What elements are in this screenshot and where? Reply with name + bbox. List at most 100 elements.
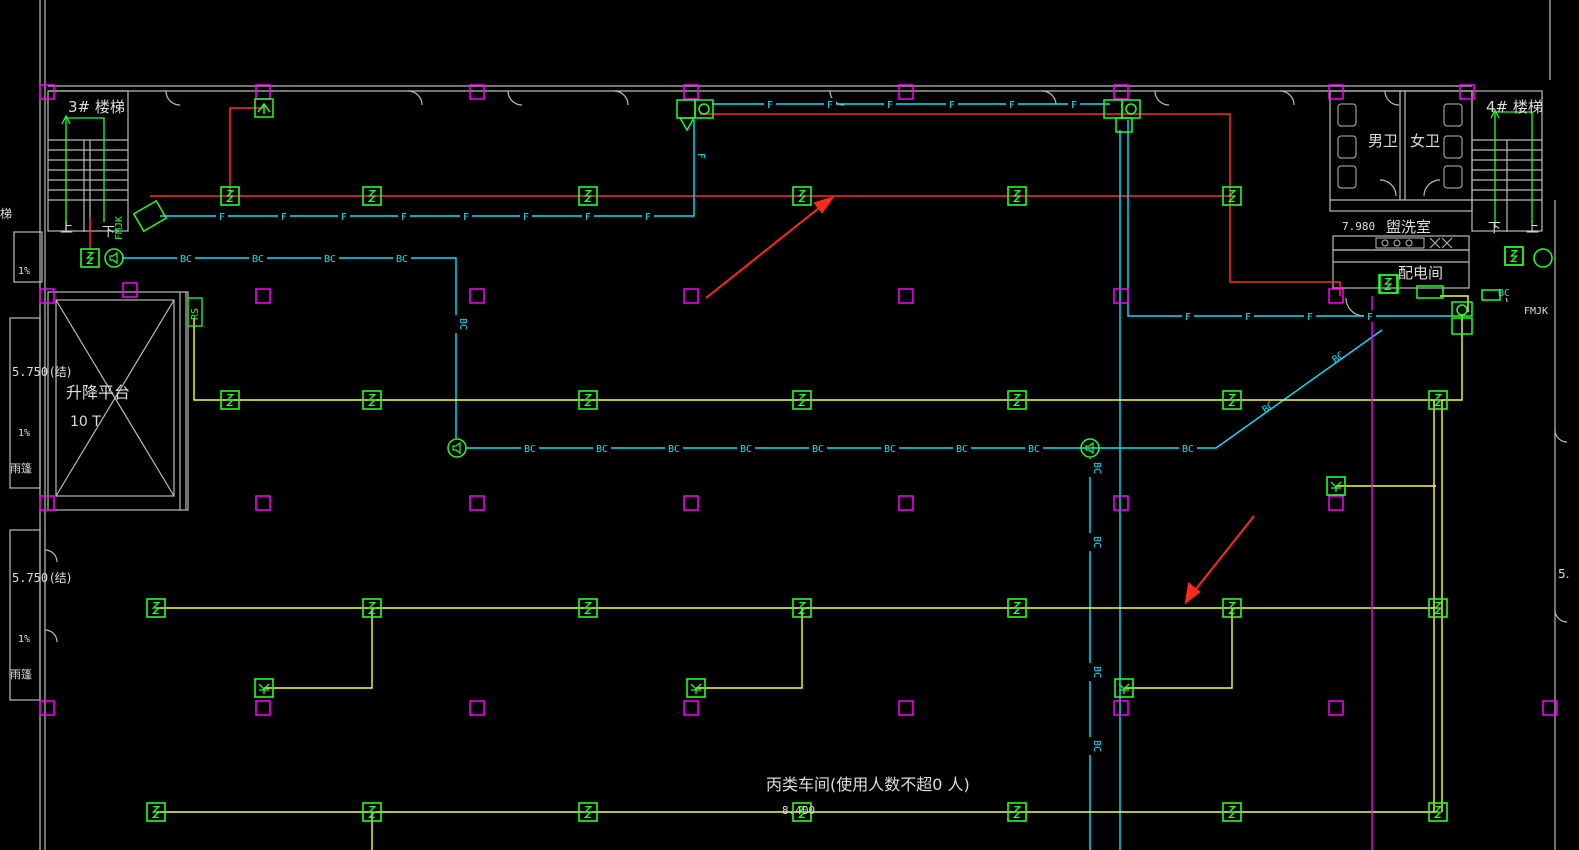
broadcast-line-code: BC [1091,536,1102,548]
slope-1: 1% [18,266,30,277]
lift-capacity-label: 10 T [70,414,101,430]
lighting-lines [156,295,1469,850]
green-tags: RS FMJK [114,216,203,327]
column-icon [898,700,914,716]
broadcast-line-code: BC [1091,740,1102,752]
column-icon [1113,495,1129,511]
fire-lines [160,103,1452,850]
column-icon [255,84,271,100]
fire-line-code: F [463,212,469,223]
down-label-right: 下 [1488,221,1501,236]
column-icon [1328,84,1344,100]
fire-line-code: F [1367,312,1373,323]
women-toilet-label: 女卫 [1410,132,1440,150]
washroom-label: 盥洗室 [1386,218,1431,236]
right-edge-label: 5. [1558,567,1569,581]
fire-line-code: F [887,100,893,111]
fire-line-code: F [1307,312,1313,323]
fire-line-code: F [341,212,347,223]
column-icon [683,84,699,100]
column-icon [255,495,271,511]
column-icon [469,84,485,100]
column-icon [39,288,55,304]
canopy-2: 雨篷 [10,667,32,681]
fire-line-code: F [523,212,529,223]
column-icon [255,288,271,304]
fire-line-code: F [281,212,287,223]
broadcast-line-code: BC [884,444,896,455]
up-label-left: 上 [60,221,73,236]
annotations: 3# 楼梯 4# 楼梯 男卫 女卫 盥洗室 配电间 升降平台 10 T 丙类车间… [0,98,1569,817]
broadcast-line-code: BC [1260,400,1276,416]
left-edge-label: 梯 [0,207,12,221]
stair3-label: 3# 楼梯 [68,98,125,116]
elev-left-1: 5.750 [12,365,48,379]
workshop-note: 丙类车间(使用人数不超0 人) [766,775,970,794]
elev-struct-1: (结) [50,365,71,379]
column-icon [683,288,699,304]
broadcast-line-code: BC [1091,666,1102,678]
emergency-light-icon [254,98,274,118]
column-icon [469,700,485,716]
column-icon [39,495,55,511]
down-label-left: 下 [102,225,115,240]
column-icon [39,84,55,100]
column-icon [469,288,485,304]
broadcast-lines [122,257,1383,850]
smoke-detector-icon [1378,274,1398,294]
elev-floor: 8.400 [782,804,815,817]
broadcast-line-code: BC [524,444,536,455]
speaker-icon [104,248,124,268]
broadcast-line-code: BC [956,444,968,455]
column-icon [1328,495,1344,511]
fmjk-label-left: FMJK [114,216,125,240]
column-icon [255,700,271,716]
broadcast-line-code: BC [457,318,468,330]
fire-line-code: F [1009,100,1015,111]
broadcast-line-code: BC [180,254,192,265]
column-icon [469,495,485,511]
fire-line-code: F [695,153,706,159]
broadcast-line-code: BC [1330,350,1346,366]
rs-tag: RS [190,308,201,320]
column-icon [683,495,699,511]
column-icon [898,495,914,511]
broadcast-line-code: BC [252,254,264,265]
fire-line-code: F [219,212,225,223]
special-devices [132,98,1553,335]
fire-line-code: F [1245,312,1251,323]
speaker-icon [447,438,467,458]
column-icon [683,700,699,716]
broadcast-line-code: BC [1028,444,1040,455]
fire-line-code: F [1071,100,1077,111]
distribution-room-label: 配电间 [1398,264,1443,282]
power-lines [89,107,1341,296]
up-label-right: 上 [1526,221,1539,236]
fire-alarm-button-icon [676,99,696,119]
broadcast-line-code: BC [740,444,752,455]
broadcast-line-code: BC [396,254,408,265]
fire-line-code: F [585,212,591,223]
column-icon [898,288,914,304]
red-arrow-icon [705,196,1255,605]
elev-left-2: 5.750 [12,571,48,585]
column-icon [1328,700,1344,716]
column-icon [122,282,138,298]
broadcast-line-code: BC [812,444,824,455]
stair-arrows [61,108,1533,230]
fire-line-code: F [1185,312,1191,323]
slope-3: 1% [18,634,30,645]
broadcast-line-code: BC [1498,288,1510,299]
broadcast-line-code: BC [324,254,336,265]
toilet-fixtures [1337,103,1463,249]
fire-line-code: F [645,212,651,223]
men-toilet-label: 男卫 [1368,132,1398,150]
canopy-1: 雨篷 [10,461,32,475]
column-icon [898,84,914,100]
smoke-detector-icon [1504,246,1524,266]
fire-line-code: F [767,100,773,111]
broadcast-line-code: BC [1182,444,1194,455]
broadcast-line-code: BC [668,444,680,455]
